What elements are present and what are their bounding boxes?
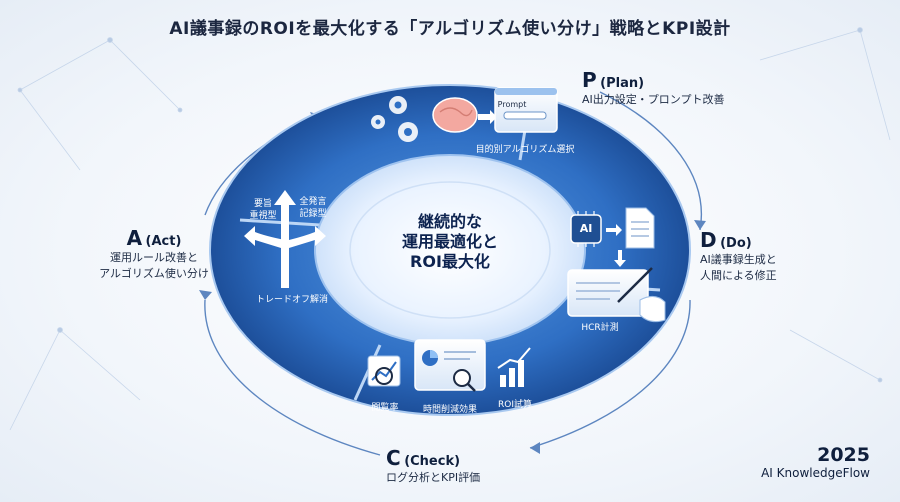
footer-year: 2025 [817, 444, 870, 466]
check-label: C (Check) ログ分析とKPI評価 [386, 448, 481, 486]
full-text: 全発言 [299, 197, 327, 207]
act-desc1: 運用ルール改善と [110, 251, 198, 264]
network-decoration [9, 27, 891, 431]
summary-type-text: 重視型 [249, 211, 277, 221]
plan-name: (Plan) [600, 76, 645, 91]
center-message: 継続的な 運用最適化と ROI最大化 [370, 212, 530, 272]
editing-window [567, 269, 649, 317]
full-record-label: 全発言 記録型 [296, 196, 330, 220]
view-rate-label: 閲覧率 [371, 403, 399, 413]
check-name: (Check) [404, 454, 461, 469]
plan-desc: AI出力設定・プロンプト改善 [582, 93, 725, 106]
arrow-right-icon [478, 110, 497, 124]
algo-select-label: 目的別アルゴリズム選択 [475, 145, 575, 155]
document-icon [625, 207, 655, 249]
hcr-label: HCR計測 [581, 323, 619, 333]
time-saving-label: 時間削減効果 [422, 405, 477, 415]
magnifier-icon [375, 367, 393, 385]
roi-calc-label: ROI試算 [498, 400, 532, 410]
check-letter: C [386, 446, 401, 470]
tradeoff-label: トレードオフ解消 [255, 295, 328, 305]
do-label: D (Do) AI議事録生成と 人間による修正 [700, 230, 777, 284]
do-letter: D [700, 228, 717, 252]
brain-icon [432, 97, 478, 133]
do-desc2: 人間による修正 [700, 269, 777, 282]
dashboard-icon [414, 339, 486, 391]
pen-icon [617, 267, 653, 303]
center-line1: 継続的な [417, 212, 482, 231]
center-line3: ROI最大化 [410, 252, 490, 271]
act-letter: A [126, 226, 143, 250]
footer-brand: AI KnowledgeFlow [761, 466, 870, 480]
prompt-label: Prompt [497, 100, 527, 109]
outer-cycle-arrows [204, 91, 703, 456]
do-name: (Do) [720, 236, 752, 251]
line-chart-icon [367, 355, 401, 387]
summary-focus-label: 要旨 重視型 [248, 198, 278, 222]
arrow-right-icon [606, 224, 622, 236]
act-name: (Act) [145, 234, 182, 249]
check-desc: ログ分析とKPI評価 [386, 471, 481, 484]
act-desc2: アルゴリズム使い分け [99, 267, 209, 280]
magnifier-icon [453, 369, 471, 387]
full-type-text: 記録型 [299, 209, 327, 219]
fork-arrows-icon [244, 190, 326, 288]
page-title: AI議事録のROIを最大化する「アルゴリズム使い分け」戦略とKPI設計 [169, 19, 731, 39]
hand-icon [639, 296, 666, 323]
act-label: A (Act) 運用ルール改善と アルゴリズム使い分け [84, 228, 224, 282]
plan-label: P (Plan) AI出力設定・プロンプト改善 [582, 70, 725, 108]
bar-chart-icon [497, 347, 531, 387]
center-line2: 運用最適化と [401, 232, 498, 251]
plan-letter: P [582, 68, 597, 92]
ai-chip-label: AI [579, 222, 593, 235]
footer-credit: 2025 AI KnowledgeFlow [761, 446, 870, 482]
do-desc1: AI議事録生成と [700, 253, 777, 266]
summary-text: 要旨 [253, 199, 272, 209]
arrow-down-icon [614, 250, 626, 267]
gear-icon-holes [375, 101, 412, 136]
